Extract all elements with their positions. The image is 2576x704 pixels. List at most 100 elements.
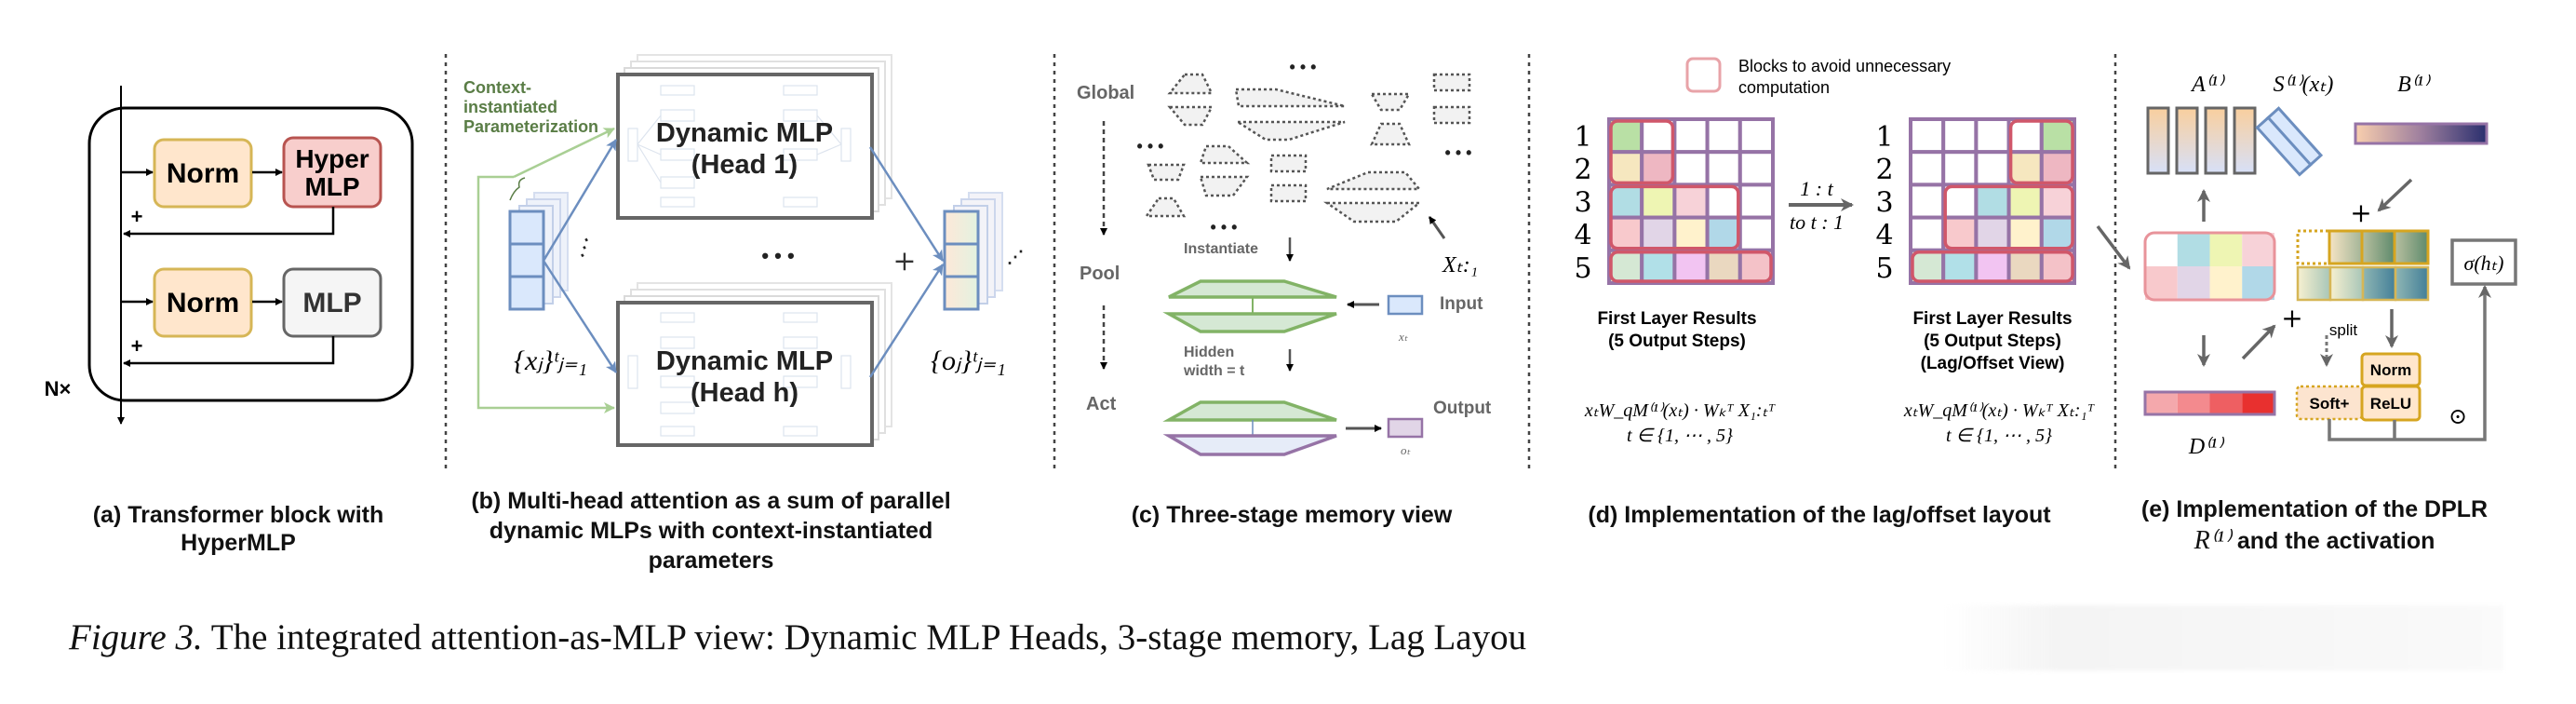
left-grid-cell: [1705, 150, 1742, 187]
left-grid-cell: [1672, 183, 1710, 220]
row-label: 4: [1574, 220, 1591, 252]
panel-a-transformer-block: Norm Hyper MLP + Norm MLP + N× (a) Trans…: [45, 86, 414, 556]
dynamic-mlp-head-1: Dynamic MLP (Head 1): [616, 54, 892, 220]
norm-box-1: [153, 138, 253, 209]
left-grid-cell: [1640, 117, 1677, 155]
softplus-op-label: Soft+: [2310, 395, 2350, 413]
reorder-to-label: to t : 1: [1790, 210, 1844, 234]
dynamic-mlp-head-h: Dynamic MLP (Head h): [616, 282, 892, 447]
result-matrix-cell: [2145, 266, 2178, 300]
b-matrix-label: B⁽¹⁾: [2397, 73, 2431, 97]
sigma-label: σ(hₜ): [2464, 251, 2504, 275]
left-grid-cell: [1672, 248, 1710, 285]
result-matrix-cell: [2209, 266, 2243, 300]
context-label-line1: Context-: [463, 78, 531, 97]
head-1-faint-network: [627, 85, 852, 208]
act-mlp-lower: [1162, 434, 1337, 456]
head-1-title: Dynamic MLP: [656, 118, 833, 148]
left-grid-cell: [1705, 248, 1742, 285]
result-matrix-cell: [2145, 233, 2178, 266]
left-formula: xₜW_qM⁽¹⁾(xₜ) · Wₖᵀ X₁:ₜᵀ: [1584, 400, 1777, 421]
caption-e-line2: R⁽¹⁾ and the activation: [2194, 526, 2435, 555]
head-h-frame: [616, 301, 874, 447]
plus-sign-top: +: [2350, 197, 2371, 228]
sigma-box: [2450, 238, 2517, 286]
d-label: D⁽¹⁾: [2188, 435, 2224, 459]
left-grid-cell: [1737, 183, 1776, 220]
d-bar-cell: [2209, 392, 2243, 414]
s-matrix-label: S⁽¹⁾(xₜ): [2274, 73, 2334, 97]
left-grid-cell: [1705, 117, 1742, 155]
right-grid-cell: [1909, 215, 1946, 252]
a-matrix-columns: [2146, 106, 2257, 175]
left-formula-range: t ∈ {1, ⋯ , 5}: [1627, 426, 1733, 446]
plus-sign-2: +: [131, 334, 143, 358]
panel-d-lag-layout: Blocks to avoid unnecessary computation …: [1574, 57, 2095, 528]
right-grid-cell: [1909, 117, 1946, 155]
left-grid-cell: [1640, 215, 1677, 252]
norm-op-label: Norm: [2370, 361, 2411, 379]
hidden-label-line2: width = t: [1183, 363, 1245, 379]
b-matrix-bar: [2354, 122, 2489, 145]
left-grid-cell: [1737, 150, 1776, 187]
hadamard-symbol: ⊙: [2449, 403, 2467, 429]
residual-return-2: [123, 336, 335, 367]
caption-b-line3: parameters: [649, 548, 774, 574]
left-grid-cell: [1640, 248, 1677, 285]
right-grid-cell: [1941, 150, 1979, 187]
split-label: split: [2329, 321, 2358, 339]
s-matrix-factors: [2255, 106, 2324, 177]
stage-pool-label: Pool: [1080, 264, 1120, 284]
right-formula-range: t ∈ {1, ⋯ , 5}: [1946, 426, 2052, 446]
context-path-head-1: [513, 127, 615, 179]
hypermlp-label-line1: Hyper: [295, 144, 369, 173]
left-grid-cell: [1672, 150, 1710, 187]
left-grid-label-line1: First Layer Results: [1597, 309, 1756, 329]
left-grid-cell: [1737, 117, 1776, 155]
output-set-label: {oⱼ}ᵗⱼ₌₁: [931, 345, 1006, 376]
computation-block: [2008, 119, 2074, 185]
d-diagonal-bar: [2145, 392, 2274, 414]
output-token-vectors: [943, 192, 1003, 311]
activation-to-sigma-path: [2328, 285, 2491, 441]
residual-return-1: [123, 207, 335, 237]
watermark-overlay: [1945, 605, 2503, 670]
head-h-faint-network: [627, 312, 852, 437]
norm-label-1: Norm: [167, 158, 239, 189]
caption-a-line1: (a) Transformer block with: [93, 502, 384, 528]
row-label: 1: [1875, 121, 1893, 154]
sum-plus-sign: +: [892, 245, 916, 278]
legend-text-line2: computation: [1738, 78, 1830, 97]
vector-stack-dots-in: ⋰: [572, 235, 597, 259]
result-matrix-cell: [2242, 233, 2274, 266]
arrow-head-h-to-output: [868, 264, 945, 378]
right-grid-cell: [1974, 215, 2011, 252]
right-grid-label-line3: (Lag/Offset View): [1921, 354, 2065, 373]
d-to-plus-arrow: [2241, 324, 2276, 360]
mlp-label: MLP: [302, 288, 361, 318]
row-label: 3: [1875, 186, 1893, 219]
caption-e-line1: (e) Implementation of the DPLR: [2141, 496, 2488, 522]
context-path-head-h: [476, 175, 615, 413]
o-t-label: oₜ: [1401, 443, 1412, 457]
right-grid-cell: [1909, 183, 1946, 220]
right-grid-cell: [1909, 150, 1946, 187]
caption-b-line2: dynamic MLPs with context-instantiated: [490, 518, 932, 544]
a-matrix-label: A⁽¹⁾: [2190, 73, 2225, 97]
row-label: 2: [1875, 154, 1893, 186]
d-bar-cell: [2242, 392, 2274, 414]
input-vector-box: [1387, 294, 1424, 316]
right-grid-cell: [1941, 117, 1979, 155]
row-label: 1: [1574, 121, 1591, 154]
caption-c: (c) Three-stage memory view: [1132, 502, 1453, 528]
left-grid-cell: [1672, 215, 1710, 252]
left-grid-cell: [1737, 248, 1776, 285]
figure-caption-text: The integrated attention-as-MLP view: Dy…: [202, 617, 1527, 657]
computation-block: [1943, 184, 2074, 250]
head-h-title: Dynamic MLP: [656, 346, 833, 376]
figure-caption-label: Figure 3.: [69, 617, 203, 657]
b-arrow: [2377, 178, 2413, 212]
